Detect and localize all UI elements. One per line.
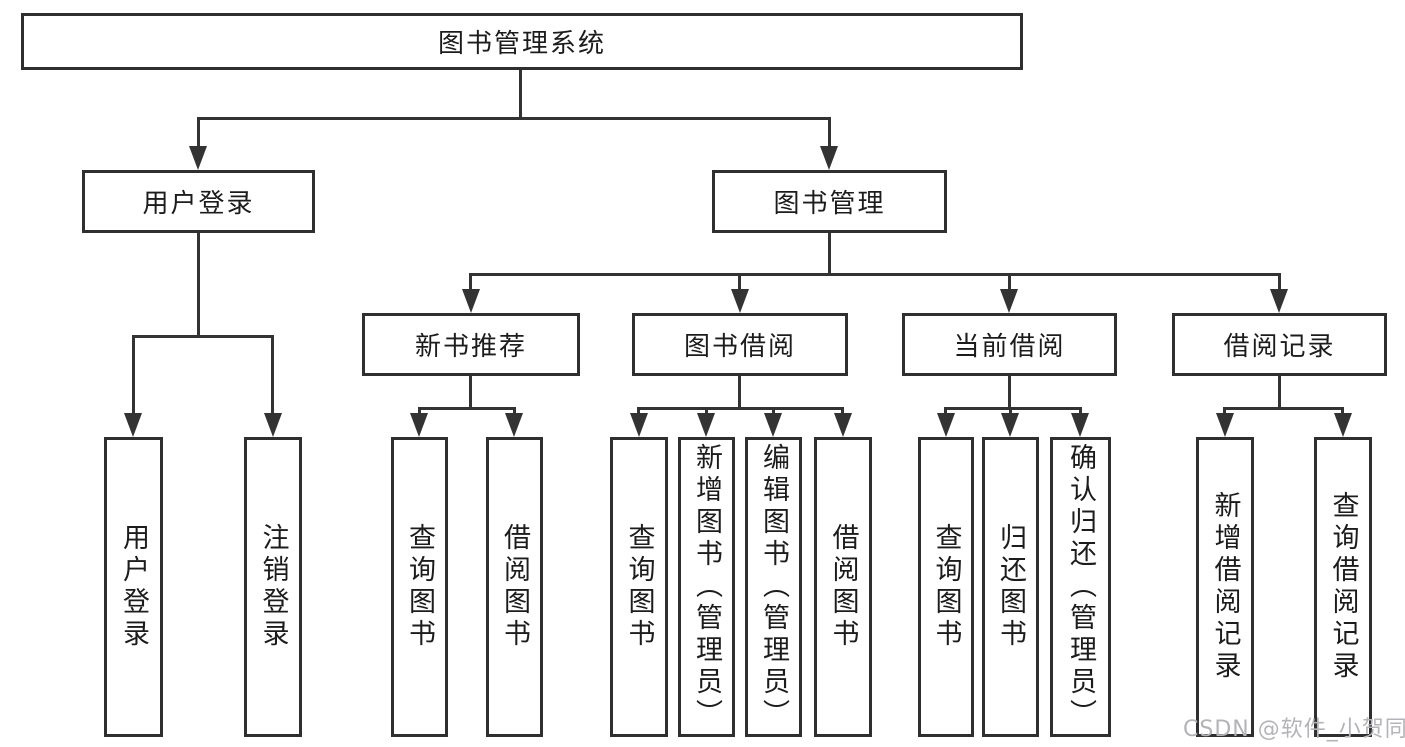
node-borrowing-records: 借阅记录 xyxy=(1172,313,1387,376)
leaf-query-books-current-label: 查询图书 xyxy=(930,523,962,651)
connector-records-drop-1 xyxy=(1223,407,1226,416)
connector-bookborrow-drop-3 xyxy=(772,407,775,416)
node-book-management: 图书管理 xyxy=(712,170,947,233)
connector-currentborrow-drop-1 xyxy=(944,407,947,416)
leaf-confirm-return-admin-label: 确认归还（管理员） xyxy=(1065,443,1096,731)
leaf-query-books-borrowing-label: 查询图书 xyxy=(623,523,655,651)
arrow-down-icon xyxy=(731,289,749,313)
arrow-down-icon xyxy=(937,413,955,437)
arrow-down-icon xyxy=(1334,413,1352,437)
arrow-down-icon xyxy=(820,146,838,170)
arrow-down-icon xyxy=(697,413,715,437)
leaf-logout-login: 注销登录 xyxy=(244,437,302,737)
connector-bookmgmt-stem xyxy=(828,233,831,273)
node-library-system: 图书管理系统 xyxy=(21,13,1023,70)
leaf-borrow-books-recommend: 借阅图书 xyxy=(486,437,543,737)
node-book-borrowing: 图书借阅 xyxy=(632,313,848,376)
arrow-down-icon xyxy=(764,413,782,437)
leaf-query-borrow-record: 查询借阅记录 xyxy=(1314,437,1372,737)
leaf-add-book-admin-label: 新增图书（管理员） xyxy=(691,443,722,731)
connector-records-stem xyxy=(1278,376,1281,407)
connector-bookborrow-branch xyxy=(637,407,844,410)
leaf-edit-book-admin: 编辑图书（管理员） xyxy=(745,437,802,737)
leaf-logout-login-label: 注销登录 xyxy=(257,523,289,651)
leaf-borrow-books-borrowing-label: 借阅图书 xyxy=(827,523,859,651)
arrow-down-icon xyxy=(1216,413,1234,437)
leaf-query-books-recommend: 查询图书 xyxy=(391,437,448,737)
leaf-add-book-admin: 新增图书（管理员） xyxy=(678,437,735,737)
connector-userlogin-stem xyxy=(197,233,200,335)
arrow-down-icon xyxy=(1270,289,1288,313)
arrow-down-icon xyxy=(264,413,282,437)
connector-userlogin-drop-1 xyxy=(132,335,135,415)
leaf-return-books-label: 归还图书 xyxy=(995,523,1026,651)
leaf-return-books: 归还图书 xyxy=(982,437,1039,737)
connector-root-drop-right xyxy=(828,117,831,150)
node-current-borrowing: 当前借阅 xyxy=(902,313,1117,376)
connector-bookmgmt-branch xyxy=(469,273,1281,276)
arrow-down-icon xyxy=(1001,413,1019,437)
connector-records-branch xyxy=(1223,407,1344,410)
leaf-add-borrow-record-label: 新增借阅记录 xyxy=(1209,491,1241,683)
arrow-down-icon xyxy=(462,289,480,313)
leaf-borrow-books-borrowing: 借阅图书 xyxy=(814,437,872,737)
leaf-edit-book-admin-label: 编辑图书（管理员） xyxy=(758,443,789,731)
arrow-down-icon xyxy=(1000,289,1018,313)
leaf-query-books-recommend-label: 查询图书 xyxy=(404,523,435,651)
arrow-down-icon xyxy=(630,413,648,437)
leaf-user-login-label: 用户登录 xyxy=(118,523,149,651)
leaf-query-books-current: 查询图书 xyxy=(918,437,974,737)
connector-bookmgmt-drop-1 xyxy=(469,273,472,291)
connector-records-drop-2 xyxy=(1341,407,1344,416)
connector-currentborrow-stem xyxy=(1008,376,1011,407)
node-user-login: 用户登录 xyxy=(82,170,315,233)
connector-currentborrow-branch xyxy=(944,407,1082,410)
leaf-query-borrow-record-label: 查询借阅记录 xyxy=(1327,491,1359,683)
connector-bookmgmt-drop-2 xyxy=(738,273,741,291)
connector-bookborrow-stem xyxy=(738,376,741,407)
connector-newbook-branch xyxy=(418,407,516,410)
connector-userlogin-drop-2 xyxy=(271,335,274,415)
connector-currentborrow-drop-3 xyxy=(1079,407,1082,416)
leaf-query-books-borrowing: 查询图书 xyxy=(610,437,668,737)
arrow-down-icon xyxy=(834,413,852,437)
node-new-book-recommendation: 新书推荐 xyxy=(362,313,580,376)
connector-currentborrow-drop-2 xyxy=(1009,407,1012,416)
arrow-down-icon xyxy=(189,146,207,170)
connector-newbook-drop-2 xyxy=(513,407,516,416)
leaf-add-borrow-record: 新增借阅记录 xyxy=(1196,437,1254,737)
leaf-user-login: 用户登录 xyxy=(104,437,163,737)
connector-root-branch xyxy=(197,117,831,120)
csdn-watermark: CSDN @软件_小贺同学 xyxy=(1183,717,1405,742)
connector-userlogin-branch xyxy=(132,335,274,338)
connector-newbook-drop-1 xyxy=(418,407,421,416)
connector-bookmgmt-drop-3 xyxy=(1008,273,1011,291)
leaf-borrow-books-recommend-label: 借阅图书 xyxy=(499,523,530,651)
connector-bookmgmt-drop-4 xyxy=(1278,273,1281,291)
connector-newbook-stem xyxy=(469,376,472,407)
arrow-down-icon xyxy=(410,413,428,437)
connector-root-drop-left xyxy=(197,117,200,150)
connector-bookborrow-drop-4 xyxy=(841,407,844,416)
arrow-down-icon xyxy=(124,413,142,437)
connector-bookborrow-drop-1 xyxy=(637,407,640,416)
arrow-down-icon xyxy=(505,413,523,437)
connector-bookborrow-drop-2 xyxy=(705,407,708,416)
leaf-confirm-return-admin: 确认归还（管理员） xyxy=(1050,437,1111,737)
arrow-down-icon xyxy=(1071,413,1089,437)
connector-root-stem xyxy=(519,70,522,117)
